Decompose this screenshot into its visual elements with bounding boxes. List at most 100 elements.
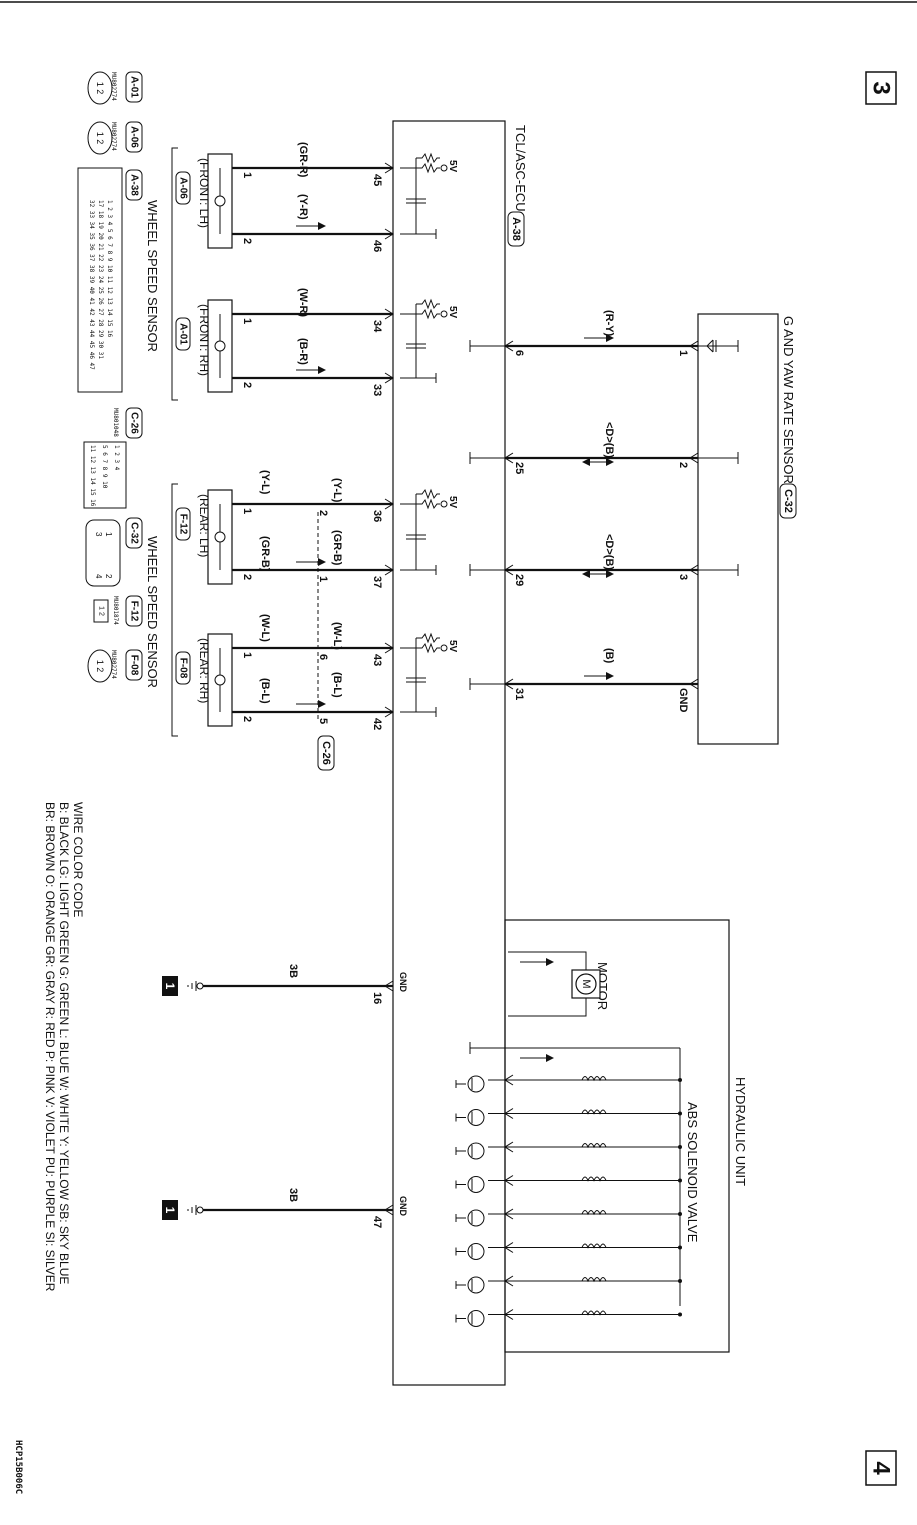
transistor-icon bbox=[467, 1176, 485, 1193]
ecu-pin: 46 bbox=[371, 240, 383, 252]
svg-text:F-08: F-08 bbox=[129, 655, 140, 676]
ecu-pin: 36 bbox=[371, 510, 383, 522]
svg-text:4: 4 bbox=[868, 1461, 895, 1475]
svg-text:A-38: A-38 bbox=[129, 174, 140, 196]
wheel-speed-sensors: (FRONT: LH)A-06124546(GR-R)(Y-R)5V(FRONT… bbox=[175, 142, 458, 730]
resistor-icon bbox=[416, 498, 440, 510]
svg-text:WHEEL SPEED SENSOR: WHEEL SPEED SENSOR bbox=[145, 536, 160, 688]
sensor-coil-icon bbox=[214, 340, 226, 352]
wire-color-label: (B-R) bbox=[297, 338, 309, 365]
wheel-sensor-3: (REAR: LH)F-12123637(Y-L)(GR-B)(Y-L)(GR-… bbox=[175, 470, 458, 588]
transistor-icon bbox=[467, 1142, 485, 1160]
transistor-icon bbox=[467, 1209, 485, 1227]
sensor-connector-tag bbox=[175, 317, 191, 351]
svg-text:4: 4 bbox=[94, 574, 103, 579]
sensor-pin: 1 bbox=[241, 508, 253, 514]
transistor-icon bbox=[467, 1075, 485, 1093]
wire-color-label: (Y-L) bbox=[259, 470, 271, 495]
capacitor-icon bbox=[406, 198, 426, 204]
wire-color-label: (GR-R) bbox=[297, 142, 309, 178]
connector-c32: C-32 1 2 3 4 bbox=[85, 517, 143, 587]
sensor-pin: GND bbox=[677, 688, 689, 713]
svg-text:MU801874: MU801874 bbox=[112, 596, 119, 625]
supply-label: 5V bbox=[447, 640, 458, 653]
connector-f12: F-12 MU801874 1 2 bbox=[93, 595, 143, 627]
wire-color-label: (GR-B) bbox=[259, 536, 271, 572]
solenoid-valve-2 bbox=[455, 1108, 682, 1126]
ground-number-box bbox=[162, 976, 178, 996]
svg-text:MU802774: MU802774 bbox=[110, 72, 117, 101]
wire-size-label: 3B bbox=[287, 964, 299, 978]
svg-text:1 2: 1 2 bbox=[95, 82, 105, 95]
resistor-icon bbox=[416, 298, 440, 310]
ecu-pin: 29 bbox=[513, 574, 525, 586]
ecu-pin: 37 bbox=[371, 576, 383, 588]
resistor-icon bbox=[416, 642, 440, 654]
ground-number: 1 bbox=[163, 1207, 177, 1214]
ecu-pin: 42 bbox=[371, 718, 383, 730]
svg-text:1 2: 1 2 bbox=[95, 660, 105, 673]
connector-a01: A-01 MU802774 1 2 bbox=[87, 71, 143, 105]
hydraulic-title: HYDRAULIC UNIT bbox=[733, 1077, 748, 1186]
ground-icon bbox=[187, 981, 197, 991]
coil-icon bbox=[581, 1210, 607, 1216]
supply-label: 5V bbox=[447, 496, 458, 509]
svg-text:2: 2 bbox=[104, 574, 113, 579]
wire-color-label: (B) bbox=[603, 648, 615, 664]
svg-text:WHEEL SPEED SENSOR: WHEEL SPEED SENSOR bbox=[145, 200, 160, 352]
ecu-pin: 33 bbox=[371, 384, 383, 396]
gyaw-sensor-block: G AND YAW RATE SENSOR C-32 bbox=[697, 313, 797, 745]
svg-text:1: 1 bbox=[104, 532, 113, 537]
solenoid-valve-8 bbox=[455, 1309, 682, 1327]
sensor-pin: 1 bbox=[241, 652, 253, 658]
sensor-pin: 1 bbox=[241, 172, 253, 178]
solenoid-valves bbox=[455, 1042, 682, 1327]
svg-text:5 6 7 8 9 10: 5 6 7 8 9 10 bbox=[101, 445, 108, 489]
ground-number: 1 bbox=[163, 983, 177, 990]
svg-text:C-26: C-26 bbox=[129, 412, 140, 434]
sensor-coil-icon bbox=[214, 195, 226, 207]
svg-text:1 2 3 4: 1 2 3 4 bbox=[113, 445, 120, 471]
sensor-pin: 2 bbox=[241, 382, 253, 388]
svg-text:A-38: A-38 bbox=[510, 217, 522, 241]
wheel-sensor-label-front: WHEEL SPEED SENSOR bbox=[145, 147, 178, 401]
svg-text:3: 3 bbox=[868, 81, 895, 94]
wire-color-legend: WIRE COLOR CODE B: BLACK LG: LIGHT GREEN… bbox=[43, 802, 85, 1292]
ground-number-box bbox=[162, 1200, 178, 1220]
connector-a38: A-38 1 2 3 4 5 6 7 8 9 10 11 12 13 14 15… bbox=[77, 167, 143, 393]
gyaw-title: G AND YAW RATE SENSOR bbox=[781, 316, 796, 484]
capacitor-icon bbox=[406, 343, 426, 349]
ecu-pin: 6 bbox=[513, 350, 525, 356]
ecu-pin: 31 bbox=[513, 688, 525, 700]
sensor-position-label: (REAR: RH) bbox=[197, 638, 211, 703]
wire-size-label: 3B bbox=[287, 1188, 299, 1202]
ecu-pin: 43 bbox=[371, 654, 383, 666]
gnd-label: GND bbox=[398, 1196, 408, 1217]
svg-text:C-32: C-32 bbox=[129, 522, 140, 544]
sensor-pin: 2 bbox=[241, 716, 253, 722]
svg-text:WIRE COLOR CODE: WIRE COLOR CODE bbox=[71, 802, 85, 917]
wire-color-label: (GR-B) bbox=[331, 530, 343, 566]
sensor-connector-tag bbox=[175, 651, 191, 685]
wire-color-label: (W-R) bbox=[297, 288, 309, 317]
connector-a06: A-06 MU802774 1 2 bbox=[87, 121, 143, 155]
wire-color-label: (B-L) bbox=[331, 672, 343, 698]
coil-icon bbox=[581, 1243, 607, 1249]
connector-views: A-01 MU802774 1 2 A-06 MU802774 1 2 A-38… bbox=[77, 71, 143, 683]
transistor-icon bbox=[467, 1276, 485, 1294]
sensor-coil-icon bbox=[214, 674, 226, 686]
svg-text:1 2: 1 2 bbox=[98, 606, 105, 616]
sensor-position-label: (FRONT: RH) bbox=[197, 304, 211, 376]
capacitor-icon bbox=[406, 534, 426, 540]
ecu-block: TCL/ASC-ECU A-38 bbox=[392, 120, 528, 1386]
wire-color-label: (W-L) bbox=[259, 614, 271, 642]
svg-text:MU801048: MU801048 bbox=[112, 408, 119, 437]
hydraulic-unit-block: HYDRAULIC UNIT ABS SOLENOID VALVE MOTOR … bbox=[455, 919, 748, 1353]
wire-color-label: <D>(B) bbox=[603, 534, 615, 570]
sensor-connector-name: F-12 bbox=[178, 514, 189, 535]
